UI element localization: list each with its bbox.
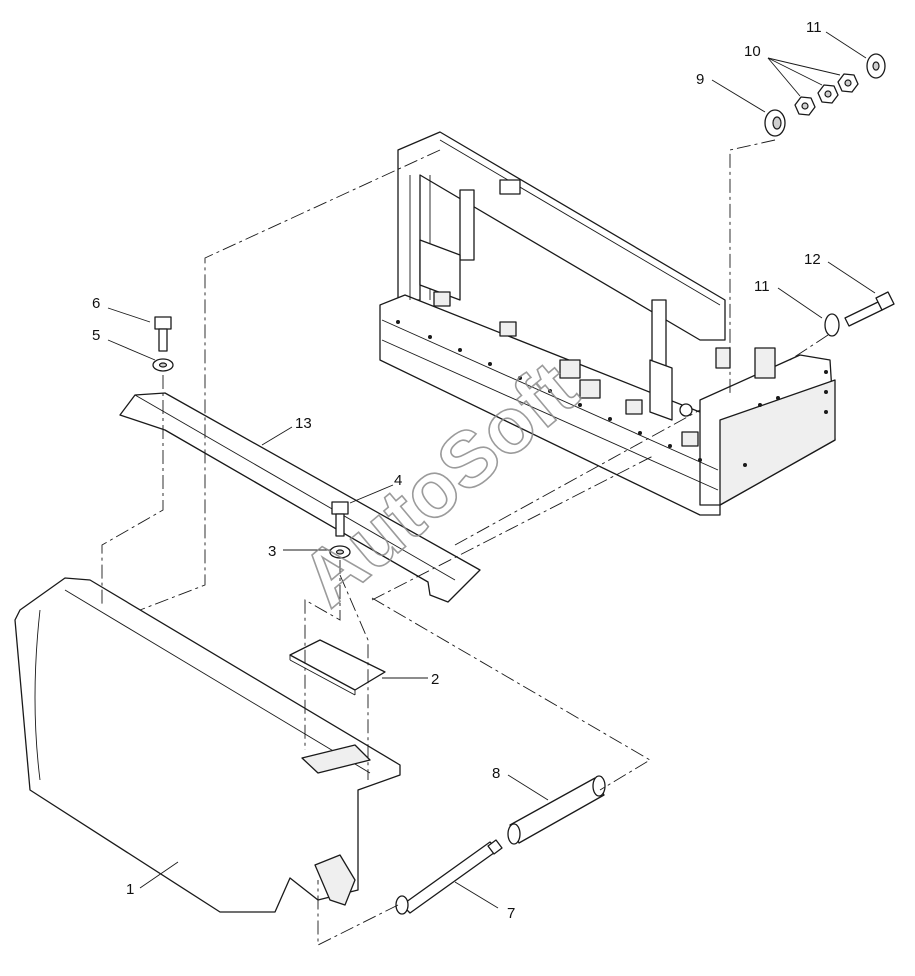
- callout-9: 9: [696, 71, 704, 88]
- part-11-washer-side: [824, 313, 840, 337]
- callout-11-top: 11: [806, 19, 822, 36]
- main-frame-assembly: [379, 131, 836, 516]
- part-13-channel: [119, 392, 481, 603]
- callout-11-side: 11: [754, 278, 770, 295]
- callout-6: 6: [92, 295, 100, 312]
- callout-4: 4: [394, 472, 402, 489]
- assembly-dash-lines: [101, 139, 829, 946]
- leader-lines: [107, 31, 876, 909]
- callout-3: 3: [268, 543, 276, 560]
- callout-10: 10: [744, 43, 761, 60]
- part-2-plate: [289, 639, 386, 696]
- callout-numbers: 1 2 3 4 5 6 7 8 9 10 11 11 12 13: [92, 19, 822, 922]
- part-11-washer-top: [866, 53, 886, 79]
- part-5-washer: [152, 358, 174, 372]
- callout-8: 8: [492, 765, 500, 782]
- callout-1: 1: [126, 881, 134, 898]
- part-1-cover: [14, 577, 401, 913]
- part-10-nuts: [794, 73, 859, 116]
- part-6-bolt: [154, 316, 172, 352]
- part-3-washer: [329, 545, 351, 559]
- callout-7: 7: [507, 905, 515, 922]
- callout-5: 5: [92, 327, 100, 344]
- part-8-sleeve: [507, 775, 606, 845]
- callout-12: 12: [804, 251, 821, 268]
- callout-2: 2: [431, 671, 439, 688]
- callout-13: 13: [295, 415, 312, 432]
- part-12-bolt: [844, 291, 895, 327]
- part-4-bolt: [331, 501, 349, 537]
- part-7-long-bolt: [395, 839, 503, 915]
- part-9-bushing: [764, 109, 786, 137]
